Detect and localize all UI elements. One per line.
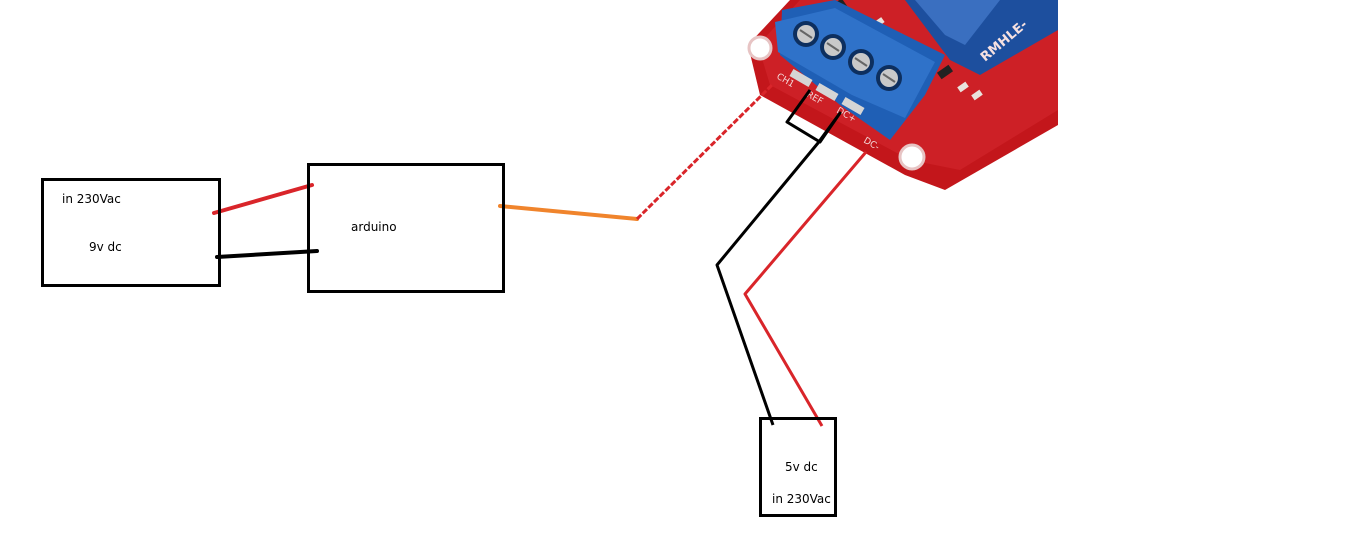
mount-hole-right: [898, 143, 926, 171]
wire-black-relay-ground: [715, 89, 842, 426]
psu-5v-box: 5v dc in 230Vac: [759, 417, 837, 517]
wire-orange-arduino-signal: [498, 204, 639, 221]
psu-9v-box: in 230Vac 9v dc: [41, 178, 221, 287]
wire-red-signal-ch1: [635, 83, 774, 221]
mount-hole-left: [747, 35, 773, 61]
psu-9v-input-label: in 230Vac: [62, 192, 121, 206]
terminal-screws: [793, 21, 902, 91]
psu-5v-output-label: 5v dc: [785, 460, 818, 474]
psu-9v-output-label: 9v dc: [89, 240, 122, 254]
arduino-box: arduino: [307, 163, 505, 293]
wire-red-psu9-arduino: [212, 183, 314, 215]
wires: [212, 83, 868, 427]
psu-5v-input-label: in 230Vac: [772, 492, 831, 506]
relay-module: RMHLE-: [747, 0, 1058, 190]
terminal-block: [775, 0, 945, 140]
wire-black-psu9-arduino: [215, 249, 319, 259]
arduino-label: arduino: [351, 220, 397, 234]
wire-red-relay-dcminus: [743, 151, 868, 427]
